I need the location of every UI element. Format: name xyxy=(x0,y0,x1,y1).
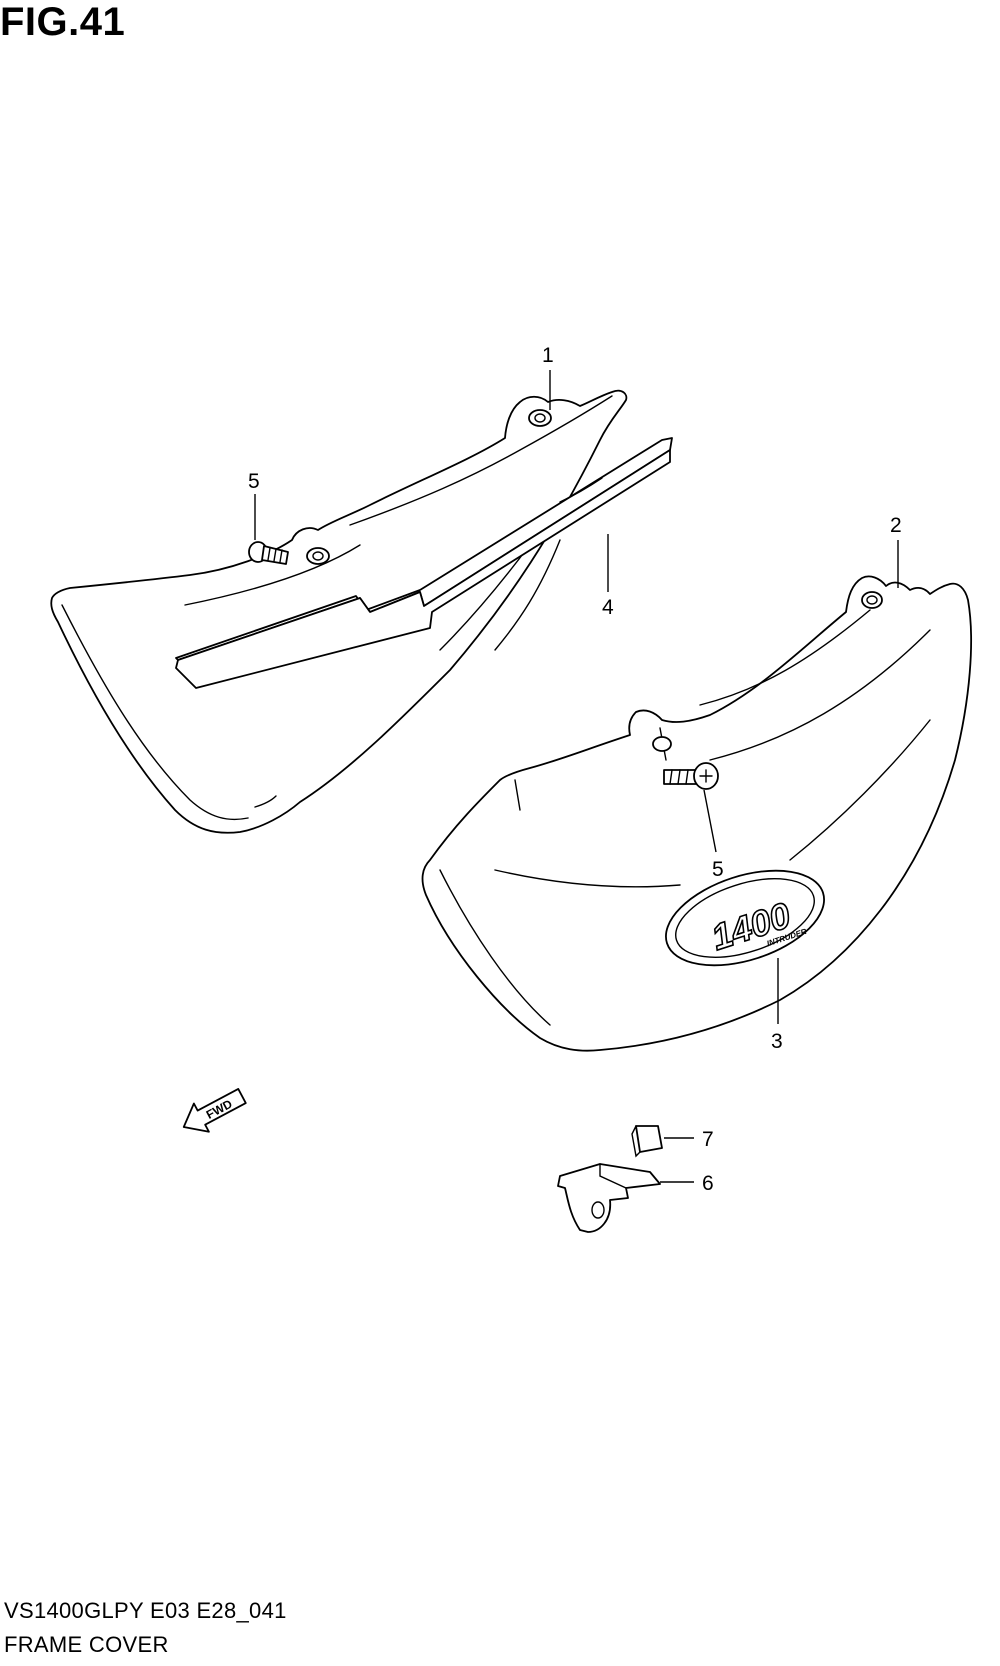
leader-lines xyxy=(254,370,899,1183)
callout-2: 2 xyxy=(890,514,902,537)
callout-5-right: 5 xyxy=(712,858,724,881)
callout-1: 1 xyxy=(542,344,554,367)
right-frame-cover xyxy=(421,575,973,1052)
frame-cover-strip xyxy=(175,437,673,689)
callout-3: 3 xyxy=(771,1030,783,1053)
screw-left xyxy=(248,541,289,565)
screw-right xyxy=(663,762,719,790)
emblem: 1400 INTRUDER xyxy=(665,869,825,967)
callout-6: 6 xyxy=(702,1172,714,1195)
figure-title: FIG.41 xyxy=(0,0,126,44)
callout-5-left: 5 xyxy=(248,470,260,493)
model-code: VS1400GLPY E03 E28_041 xyxy=(4,1598,287,1623)
callout-4: 4 xyxy=(602,596,614,619)
bracket xyxy=(557,1163,661,1233)
callout-7: 7 xyxy=(702,1128,714,1151)
forward-arrow-icon: FWD xyxy=(182,1088,247,1133)
section-name: FRAME COVER xyxy=(4,1632,169,1657)
cushion-pad xyxy=(631,1125,663,1158)
